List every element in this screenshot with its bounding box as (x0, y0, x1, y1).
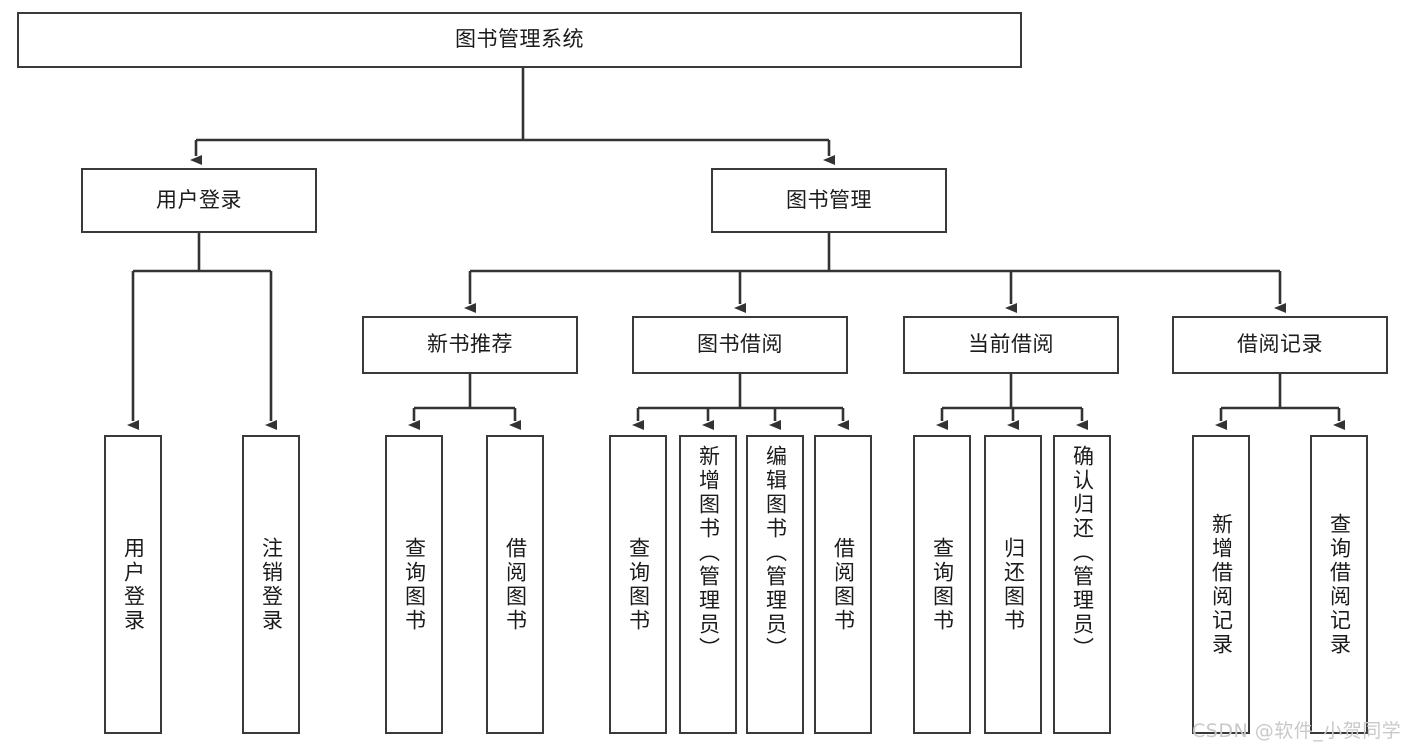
leaf-edit-book[interactable]: 编辑图书（管理员） (746, 435, 804, 734)
node-borrow-record-label: 借阅记录 (1237, 332, 1323, 357)
leaf-add-record[interactable]: 新增借阅记录 (1192, 435, 1250, 734)
leaf-query-record-label: 查询借阅记录 (1327, 512, 1352, 657)
node-current-borrow-label: 当前借阅 (968, 332, 1054, 357)
leaf-query-record[interactable]: 查询借阅记录 (1310, 435, 1368, 734)
leaf-confirm-return[interactable]: 确认归还（管理员） (1053, 435, 1111, 734)
leaf-edit-book-label: 编辑图书（管理员） (763, 445, 788, 661)
leaf-query-book-3-label: 查询图书 (930, 536, 955, 633)
leaf-add-record-label: 新增借阅记录 (1209, 512, 1234, 657)
leaf-confirm-return-label: 确认归还（管理员） (1070, 445, 1095, 661)
leaf-query-book-2-label: 查询图书 (626, 536, 651, 633)
leaf-user-login-label: 用户登录 (121, 536, 146, 633)
leaf-user-logout-label: 注销登录 (259, 536, 284, 633)
node-book-borrow[interactable]: 图书借阅 (632, 316, 848, 374)
node-root[interactable]: 图书管理系统 (17, 12, 1022, 68)
node-borrow-record[interactable]: 借阅记录 (1172, 316, 1388, 374)
leaf-borrow-book-1-label: 借阅图书 (503, 536, 528, 633)
node-book-manage[interactable]: 图书管理 (711, 168, 947, 233)
csdn-watermark: CSDN @软件_小贺同学 (1192, 720, 1402, 742)
leaf-query-book-1[interactable]: 查询图书 (385, 435, 443, 734)
node-user-login-label: 用户登录 (156, 187, 242, 212)
node-new-book-recommend[interactable]: 新书推荐 (362, 316, 578, 374)
leaf-add-book-label: 新增图书（管理员） (696, 445, 721, 661)
node-user-login[interactable]: 用户登录 (81, 168, 317, 233)
leaf-query-book-3[interactable]: 查询图书 (913, 435, 971, 734)
node-current-borrow[interactable]: 当前借阅 (903, 316, 1119, 374)
leaf-borrow-book-2[interactable]: 借阅图书 (814, 435, 872, 734)
node-book-manage-label: 图书管理 (786, 187, 872, 212)
node-new-book-recommend-label: 新书推荐 (427, 332, 513, 357)
leaf-user-login[interactable]: 用户登录 (104, 435, 162, 734)
leaf-return-book[interactable]: 归还图书 (984, 435, 1042, 734)
leaf-query-book-1-label: 查询图书 (402, 536, 427, 633)
leaf-borrow-book-1[interactable]: 借阅图书 (486, 435, 544, 734)
leaf-borrow-book-2-label: 借阅图书 (831, 536, 856, 633)
leaf-return-book-label: 归还图书 (1001, 536, 1026, 633)
leaf-user-logout[interactable]: 注销登录 (242, 435, 300, 734)
node-book-borrow-label: 图书借阅 (697, 332, 783, 357)
node-root-label: 图书管理系统 (455, 27, 584, 52)
leaf-query-book-2[interactable]: 查询图书 (609, 435, 667, 734)
leaf-add-book[interactable]: 新增图书（管理员） (679, 435, 737, 734)
